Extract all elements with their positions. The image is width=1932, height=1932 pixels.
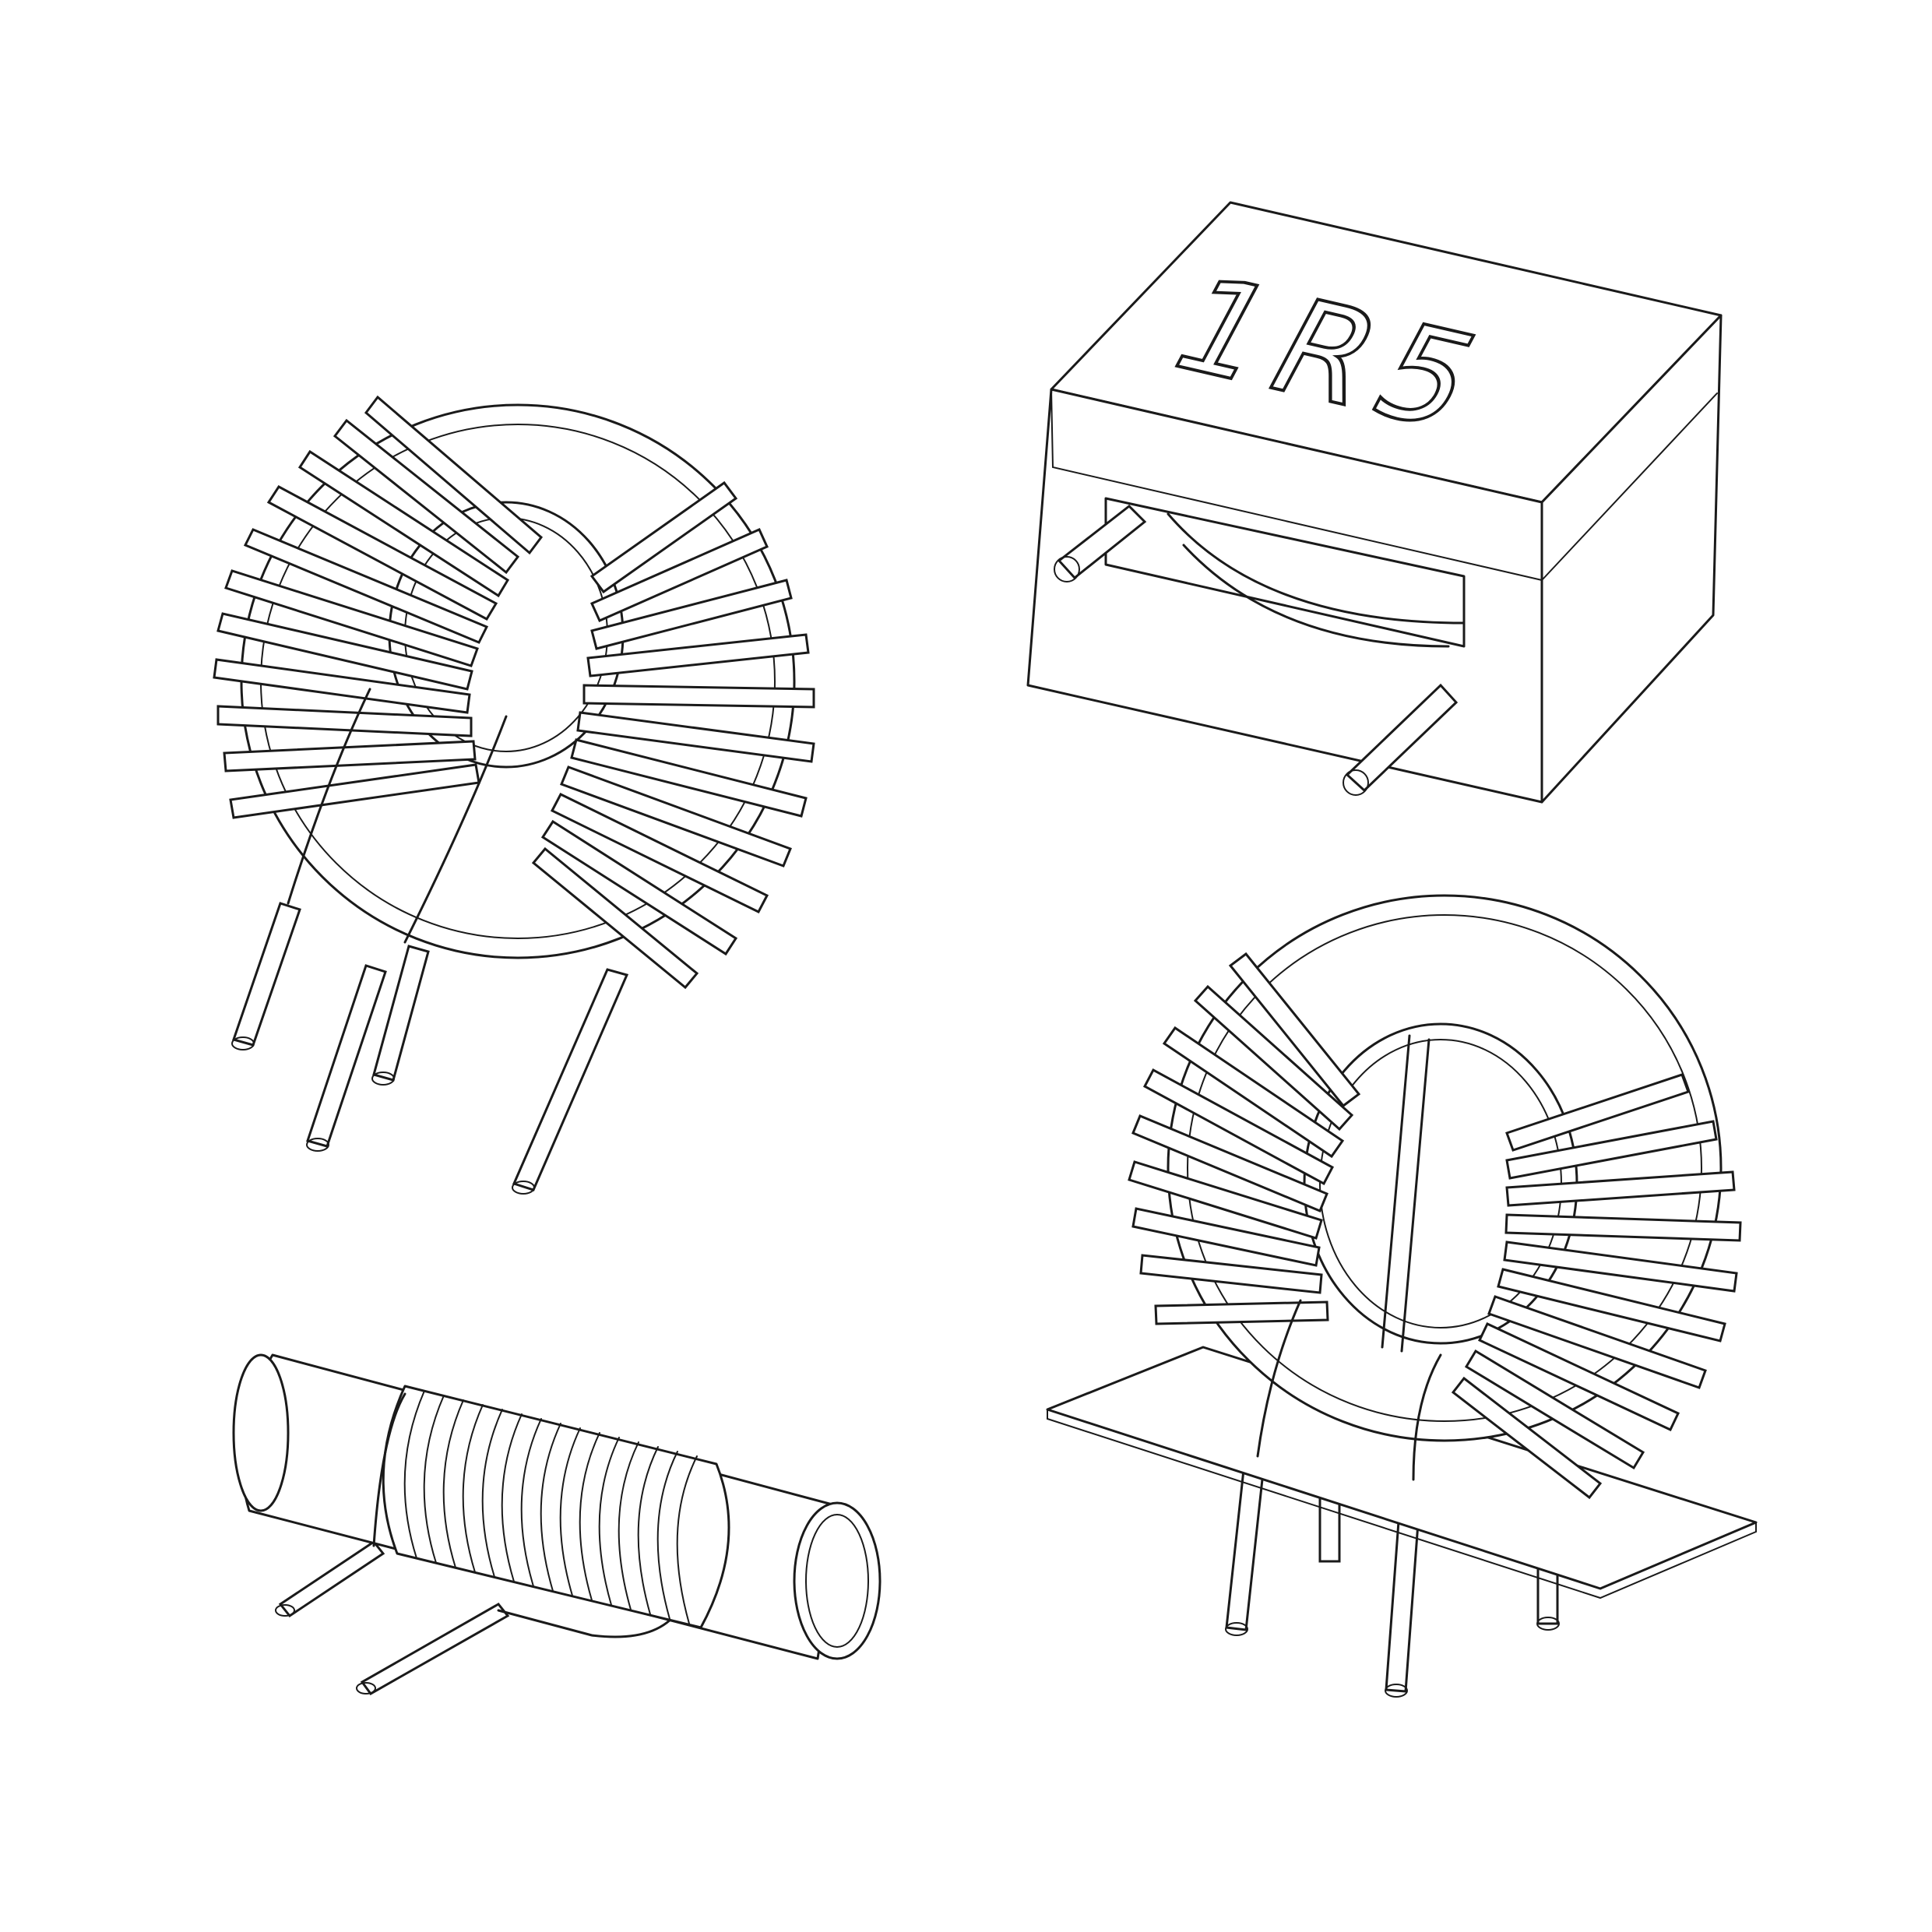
toroid2-winding-right xyxy=(1451,1073,1742,1500)
toroid1-winding-left xyxy=(213,395,544,819)
rod-winding xyxy=(382,1385,730,1629)
toroid1-winding-right xyxy=(531,480,815,990)
rod-lead-right xyxy=(360,1603,510,1695)
smd-inner-coil xyxy=(1167,512,1466,625)
toroidal-inductor-upright xyxy=(213,395,815,1195)
toroid1-lead-bends xyxy=(287,688,508,944)
smd-pin-left xyxy=(1057,505,1147,580)
toroidal-inductor-pcb-mount xyxy=(1046,894,1758,1698)
toroid1-leads xyxy=(231,902,629,1195)
rod-winding-turns xyxy=(403,1390,698,1624)
smd-pin-right xyxy=(1345,683,1459,793)
rod-core-inductor xyxy=(232,1353,882,1695)
smd-power-inductor: 1R5 xyxy=(1026,201,1723,804)
rod-core-back-end xyxy=(232,1353,290,1512)
rod-lead-left xyxy=(278,1540,385,1618)
rod-core-front-end xyxy=(793,1501,882,1660)
toroid2-lead-bends xyxy=(1256,1299,1442,1481)
toroid2-winding-left xyxy=(1128,952,1361,1325)
